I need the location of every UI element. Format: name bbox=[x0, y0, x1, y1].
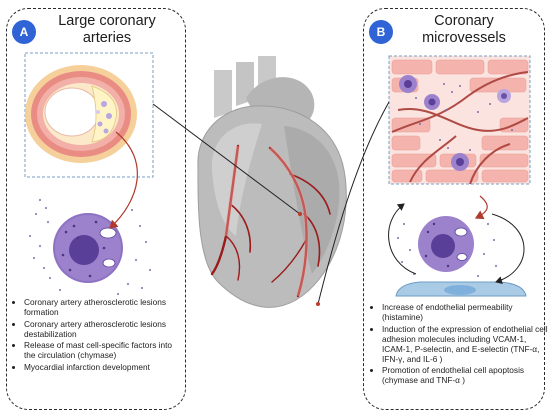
granules-a bbox=[28, 198, 152, 296]
panel-b-badge: B bbox=[369, 20, 393, 44]
tissue-granules bbox=[415, 83, 513, 151]
heart-icon bbox=[197, 56, 347, 308]
panel-a-bullet: Coronary artery atherosclerotic lesions … bbox=[24, 319, 184, 339]
capillary-network bbox=[391, 71, 529, 185]
endothelial-cell-icon bbox=[395, 281, 527, 297]
cycle-arrow-right bbox=[491, 213, 525, 285]
cycle-arrow-left bbox=[388, 203, 417, 275]
mast-cell-a-icon bbox=[53, 213, 123, 283]
artery-cross-section-icon bbox=[25, 65, 137, 163]
panel-b-title: Coronary microvessels bbox=[422, 13, 506, 46]
connector-line-b bbox=[317, 101, 390, 305]
tissue-mast-cells bbox=[399, 75, 511, 171]
release-arrow-a bbox=[109, 131, 138, 229]
panel-b-bullet-list: Increase of endothelial permeability (hi… bbox=[370, 302, 548, 387]
myocyte-tissue-icon bbox=[391, 59, 529, 183]
connector-dot-a bbox=[298, 212, 302, 216]
panel-a-bullet: Myocardial infarction development bbox=[24, 362, 184, 372]
panel-large-coronary-arteries bbox=[6, 8, 186, 410]
panel-a-title: Large coronary arteries bbox=[58, 13, 156, 46]
artery-highlight bbox=[224, 145, 309, 297]
panel-b-bullet: Promotion of endothelial cell apoptosis … bbox=[382, 365, 548, 385]
panel-b-bullet: Increase of endothelial permeability (hi… bbox=[382, 302, 548, 322]
panel-b-bullet: Induction of the expression of endotheli… bbox=[382, 324, 548, 364]
artery-section-frame bbox=[24, 52, 154, 178]
panel-a-bullet-list: Coronary artery atherosclerotic lesions … bbox=[12, 297, 184, 373]
coronary-arteries-icon bbox=[210, 144, 331, 298]
panel-a-badge: A bbox=[12, 20, 36, 44]
connector-dot-b bbox=[316, 302, 320, 306]
connector-line-a bbox=[152, 103, 301, 215]
panel-coronary-microvessels bbox=[363, 8, 545, 410]
mast-cell-b-icon bbox=[418, 216, 474, 272]
panel-a-bullet: Release of mast cell-specific factors in… bbox=[24, 340, 184, 360]
release-arrow-b bbox=[474, 195, 488, 220]
panel-a-bullet: Coronary artery atherosclerotic lesions … bbox=[24, 297, 184, 317]
